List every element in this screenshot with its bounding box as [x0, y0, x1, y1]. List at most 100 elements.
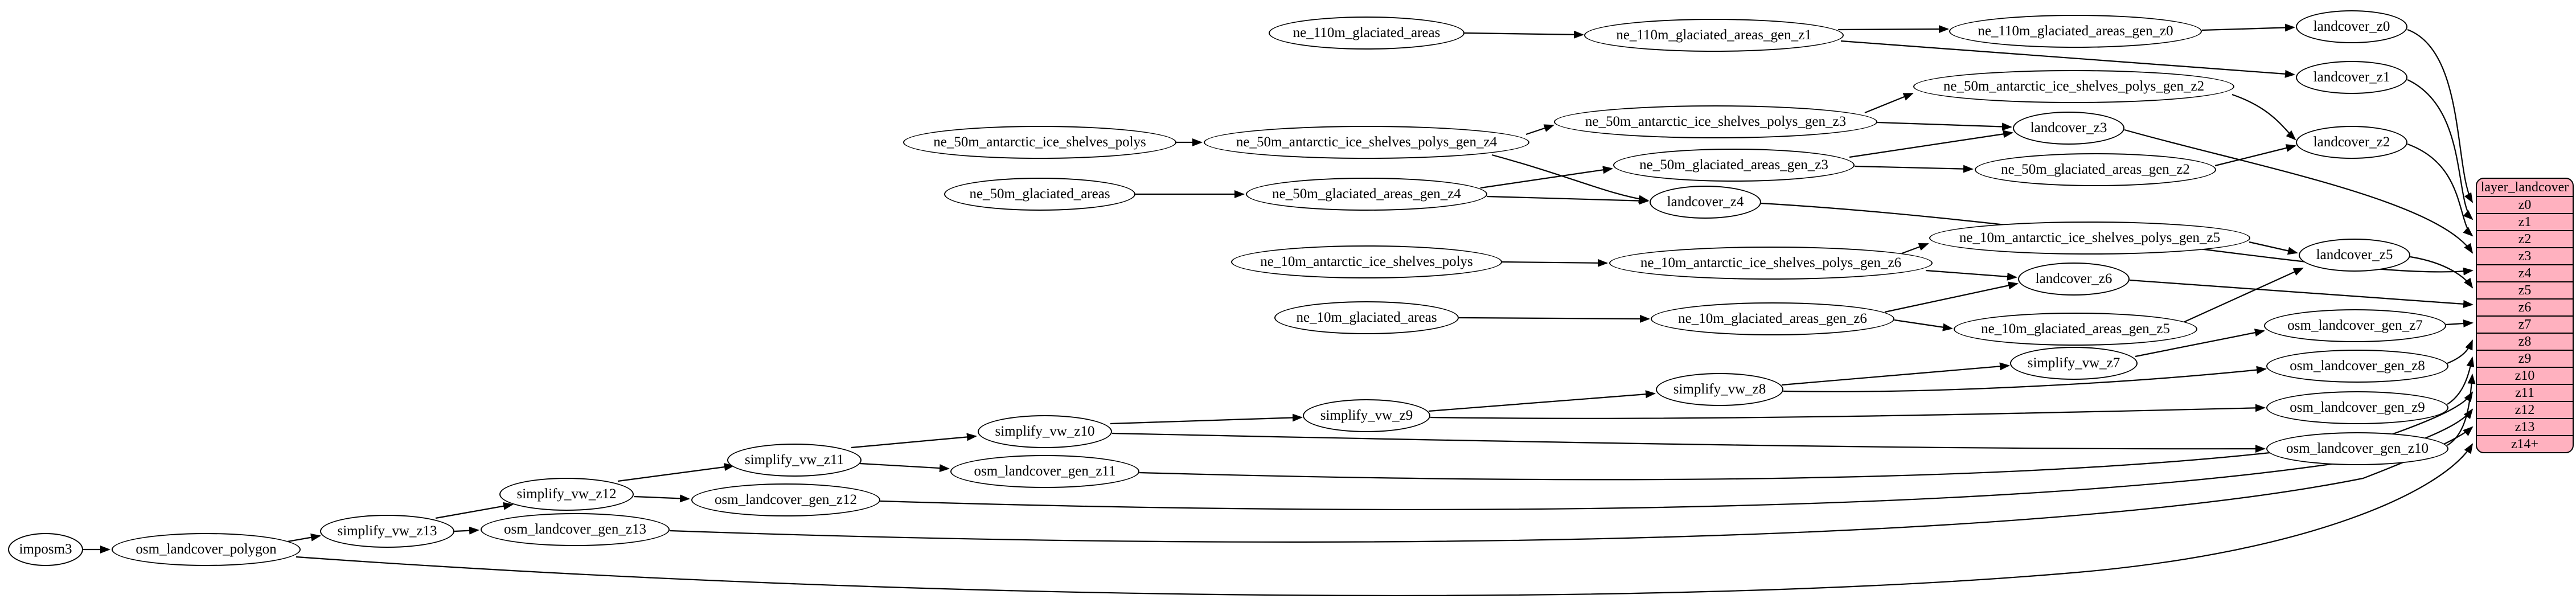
- edge-ne_50m_glaciated_gen_z3--gen_z2: [1854, 165, 1974, 173]
- table-row-z9: z9: [2477, 351, 2573, 368]
- edge-landcover_z5--row_z5: [2410, 256, 2474, 289]
- table-row-z3: z3: [2477, 248, 2573, 265]
- edge-simplify_vw_z9--simplify_vw_z8: [1428, 390, 1656, 412]
- node-simplify_vw_z10: simplify_vw_z10: [978, 415, 1112, 448]
- node-landcover_z6: landcover_z6: [2018, 263, 2130, 296]
- node-simplify_vw_z9: simplify_vw_z9: [1303, 399, 1430, 432]
- edge-ne_50m_antarctic_gen_z3--landcover_z3: [1877, 121, 2012, 131]
- edge-simplify_vw_z11--gen_z11: [859, 462, 950, 473]
- edge-ne_10m_antarctic_gen_z6--gen_z5: [1901, 243, 1929, 255]
- edge-simplify_vw_z7--gen_z7: [2135, 329, 2265, 358]
- node-landcover_z2: landcover_z2: [2296, 126, 2407, 159]
- table-row-z13: z13: [2477, 419, 2573, 436]
- node-ne_10m_glaciated_areas_gen_z5: ne_10m_glaciated_areas_gen_z5: [1954, 313, 2197, 346]
- edge-ne_50m_glaciated_gen_z3--landcover_z3: [1849, 130, 2013, 158]
- edge-ne_110m_glaciated_areas--gen_z1: [1464, 30, 1584, 39]
- node-ne_10m_glaciated_areas_gen_z6: ne_10m_glaciated_areas_gen_z6: [1651, 302, 1894, 335]
- edge-gen_z13--row_z13: [669, 426, 2474, 543]
- edge-simplify_vw_z10--gen_z10: [1111, 432, 2266, 453]
- node-landcover_z4: landcover_z4: [1650, 186, 1761, 219]
- node-landcover_z3: landcover_z3: [2013, 112, 2124, 145]
- node-ne_50m_glaciated_areas: ne_50m_glaciated_areas: [944, 178, 1135, 211]
- edge-simplify_vw_z8--gen_z8: [1783, 366, 2267, 392]
- edge-gen_z7--row_z7: [2446, 319, 2474, 328]
- node-simplify_vw_z12: simplify_vw_z12: [499, 478, 634, 511]
- node-imposm3: imposm3: [8, 533, 83, 566]
- node-simplify_vw_z7: simplify_vw_z7: [2010, 347, 2138, 380]
- edge-gen_z0--landcover_z0: [2201, 23, 2295, 32]
- edge-osm_landcover_polygon--simplify_vw_z13: [287, 533, 321, 543]
- node-ne_10m_antarctic_ice_shelves_polys: ne_10m_antarctic_ice_shelves_polys: [1231, 245, 1502, 278]
- edge-osm_landcover_polygon--row_z14: [296, 443, 2474, 597]
- edge-landcover_z0--row_z0: [2407, 28, 2474, 203]
- node-ne_50m_antarctic_ice_shelves_polys_gen_z4: ne_50m_antarctic_ice_shelves_polys_gen_z…: [1204, 126, 1529, 159]
- layer-landcover-table-title: layer_landcover: [2477, 179, 2573, 197]
- node-ne_50m_antarctic_ice_shelves_polys_gen_z3: ne_50m_antarctic_ice_shelves_polys_gen_z…: [1554, 105, 1877, 138]
- node-ne_110m_glaciated_areas_gen_z0: ne_110m_glaciated_areas_gen_z0: [1949, 15, 2202, 48]
- edge-ne_50m_antarctic_gen_z4--landcover_z4: [1491, 154, 1649, 203]
- edge-simplify_vw_z13--simplify_vw_z12: [435, 502, 514, 519]
- edge-ne_50m_glaciated_gen_z4--gen_z3: [1480, 166, 1613, 189]
- edge-landcover_z6--row_z6: [2129, 279, 2474, 308]
- node-osm_landcover_gen_z9: osm_landcover_gen_z9: [2266, 391, 2448, 424]
- node-osm_landcover_gen_z11: osm_landcover_gen_z11: [950, 455, 1139, 488]
- table-row-z6: z6: [2477, 300, 2573, 317]
- edge-ne_10m_glaciated_gen_z6--gen_z5: [1894, 319, 1953, 331]
- edge-simplify_vw_z10--simplify_vw_z9: [1110, 413, 1303, 425]
- edge-simplify_vw_z12--simplify_vw_z11: [617, 463, 735, 482]
- node-ne_110m_glaciated_areas: ne_110m_glaciated_areas: [1269, 17, 1465, 50]
- edge-gen_z10--row_z10: [2447, 374, 2476, 446]
- node-ne_50m_glaciated_areas_gen_z4: ne_50m_glaciated_areas_gen_z4: [1246, 178, 1487, 211]
- node-simplify_vw_z13: simplify_vw_z13: [320, 515, 454, 548]
- node-simplify_vw_z11: simplify_vw_z11: [727, 444, 862, 477]
- table-row-z11: z11: [2477, 385, 2573, 402]
- node-ne_50m_glaciated_areas_gen_z3: ne_50m_glaciated_areas_gen_z3: [1613, 149, 1855, 182]
- layer-landcover-table: layer_landcover z0 z1 z2 z3 z4 z5 z6 z7 …: [2476, 178, 2574, 453]
- table-row-z0: z0: [2477, 197, 2573, 214]
- edge-landcover_z2--row_z2: [2407, 143, 2474, 237]
- node-simplify_vw_z8: simplify_vw_z8: [1656, 373, 1783, 406]
- edge-ne_10m_antarctic_gen_z5--landcover_z5: [2249, 241, 2298, 255]
- table-row-z12: z12: [2477, 402, 2573, 419]
- edge-ne_10m_glaciated_gen_z6--landcover_z6: [1884, 281, 2019, 313]
- edge-gen_z1--gen_z0: [1837, 25, 1949, 34]
- edge-ne_50m_antarctic_gen_z3--gen_z2: [1864, 92, 1914, 114]
- node-osm_landcover_polygon: osm_landcover_polygon: [112, 533, 301, 566]
- table-row-z8: z8: [2477, 334, 2573, 351]
- edge-landcover_z1--row_z1: [2407, 79, 2474, 220]
- edge-simplify_vw_z11--simplify_vw_z10: [851, 433, 977, 449]
- table-row-z7: z7: [2477, 317, 2573, 334]
- table-row-z1: z1: [2477, 214, 2573, 231]
- edge-gen_z8--row_z8: [2447, 339, 2474, 364]
- node-ne_10m_antarctic_ice_shelves_polys_gen_z5: ne_10m_antarctic_ice_shelves_polys_gen_z…: [1929, 222, 2250, 255]
- table-row-z2: z2: [2477, 231, 2573, 248]
- edge-gen_z9--row_z9: [2447, 356, 2475, 405]
- node-osm_landcover_gen_z10: osm_landcover_gen_z10: [2266, 432, 2448, 465]
- node-ne_50m_glaciated_areas_gen_z2: ne_50m_glaciated_areas_gen_z2: [1975, 153, 2216, 186]
- edge-ne_50m_antarctic_gen_z2--landcover_z2: [2232, 93, 2296, 141]
- edge-gen_z12--row_z12: [880, 408, 2474, 511]
- table-row-z4: z4: [2477, 265, 2573, 282]
- node-osm_landcover_gen_z12: osm_landcover_gen_z12: [691, 483, 880, 516]
- node-ne_50m_antarctic_ice_shelves_polys_gen_z2: ne_50m_antarctic_ice_shelves_polys_gen_z…: [1913, 70, 2234, 103]
- edge-ne_10m_antarctic--gen_z6: [1502, 259, 1608, 267]
- table-row-z14plus: z14+: [2511, 436, 2539, 452]
- node-ne_10m_glaciated_areas: ne_10m_glaciated_areas: [1274, 301, 1459, 334]
- edge-simplify_vw_z12--gen_z12: [633, 494, 690, 503]
- node-osm_landcover_gen_z13: osm_landcover_gen_z13: [481, 513, 670, 546]
- node-ne_50m_antarctic_ice_shelves_polys: ne_50m_antarctic_ice_shelves_polys: [903, 126, 1176, 159]
- edge-gen_z11--row_z11: [1139, 391, 2474, 481]
- node-osm_landcover_gen_z8: osm_landcover_gen_z8: [2266, 350, 2448, 383]
- node-osm_landcover_gen_z7: osm_landcover_gen_z7: [2264, 309, 2446, 342]
- node-landcover_z0: landcover_z0: [2296, 10, 2407, 43]
- table-row-z5: z5: [2477, 282, 2573, 300]
- table-row-z10: z10: [2477, 368, 2573, 385]
- edge-simplify_vw_z8--simplify_vw_z7: [1781, 362, 2010, 386]
- edge-simplify_vw_z9--gen_z9: [1430, 404, 2266, 419]
- node-ne_10m_antarctic_ice_shelves_polys_gen_z6: ne_10m_antarctic_ice_shelves_polys_gen_z…: [1609, 247, 1933, 280]
- node-landcover_z1: landcover_z1: [2296, 61, 2407, 94]
- node-ne_110m_glaciated_areas_gen_z1: ne_110m_glaciated_areas_gen_z1: [1584, 19, 1844, 52]
- edge-ne_10m_glaciated_gen_z5--landcover_z5: [2180, 267, 2304, 325]
